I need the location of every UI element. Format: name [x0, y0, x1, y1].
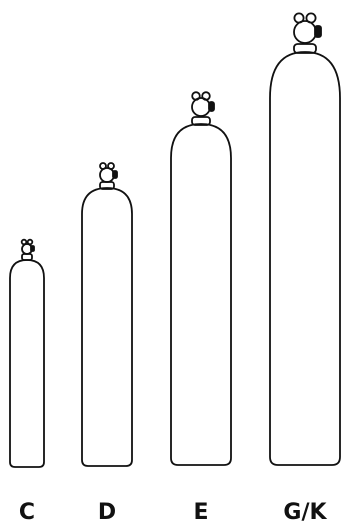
cylinder-e-body	[171, 124, 231, 465]
cylinder-d-valve-icon	[100, 163, 117, 189]
cylinder-label-d: D	[77, 500, 137, 526]
cylinder-gk	[270, 13, 340, 465]
cylinder-label-c: C	[0, 500, 57, 526]
cylinder-d	[82, 163, 132, 466]
cylinder-gk-valve-icon	[294, 13, 321, 53]
cylinder-label-e: E	[171, 500, 231, 526]
cylinder-c-valve-icon	[22, 240, 34, 260]
cylinder-c	[10, 240, 44, 467]
cylinder-e	[171, 92, 231, 465]
cylinder-d-body	[82, 188, 132, 466]
cylinder-label-gk: G/K	[275, 500, 335, 526]
cylinder-gk-body	[270, 52, 340, 465]
cylinder-c-body	[10, 260, 44, 467]
cylinder-e-valve-icon	[192, 92, 214, 125]
